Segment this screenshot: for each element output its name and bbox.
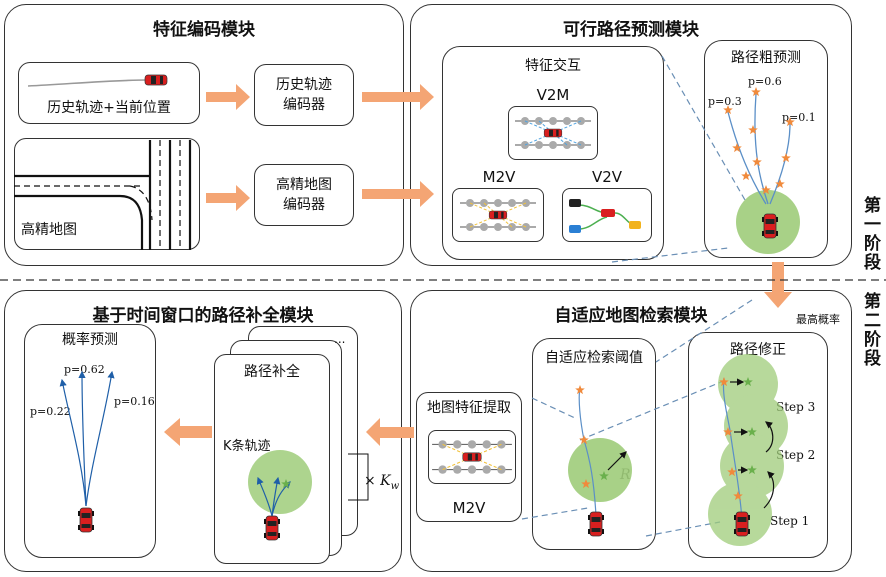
map-label: 高精地图 — [21, 221, 77, 240]
completion-title: 路径补全 — [244, 364, 300, 380]
times-sub: w — [390, 480, 400, 492]
coarse-prob-2: p=0.3 — [708, 95, 742, 108]
step1-label: Step 1 — [770, 514, 810, 528]
panel-title: 可行路径预测模块 — [563, 20, 699, 40]
coarse-prob-1: p=0.6 — [748, 75, 782, 88]
stage1-label: 第一阶段 — [860, 196, 880, 272]
history-encoder-line2: 编码器 — [283, 97, 325, 113]
stage2-label: 第二阶段 — [860, 292, 880, 368]
prob-pred-1: p=0.62 — [64, 363, 105, 376]
k-trajectory-label: K条轨迹 — [223, 439, 271, 454]
v2v-label: V2V — [591, 168, 623, 186]
map-encoder-line2: 编码器 — [283, 197, 325, 213]
prob-title: 概率预测 — [62, 332, 118, 348]
map-extract-m2v: M2V — [452, 499, 486, 517]
times-k: × K — [364, 473, 391, 489]
v2m-label: V2M — [536, 86, 570, 104]
panel-title: 特征编码模块 — [153, 20, 255, 40]
panel-title: 基于时间窗口的路径补全模块 — [92, 306, 314, 326]
history-encoder-line1: 历史轨迹 — [276, 77, 332, 93]
map-encoder-line1: 高精地图 — [276, 177, 332, 193]
history-encoder-box: 历史轨迹 编码器 — [254, 64, 354, 126]
times-kw-label: × Kw — [364, 472, 399, 496]
prob-pred-2: p=0.22 — [30, 405, 71, 418]
highest-prob-label: 最高概率 — [796, 313, 840, 326]
step3-label: Step 3 — [776, 400, 816, 414]
panel-title: 自适应地图检索模块 — [554, 306, 708, 326]
ellipsis: ... — [334, 332, 346, 346]
correction-title: 路径修正 — [730, 342, 786, 358]
history-trajectory-box: 历史轨迹+当前位置 — [18, 62, 200, 124]
step2-label: Step 2 — [776, 448, 816, 462]
m2v-label: M2V — [482, 168, 516, 186]
history-label: 历史轨迹+当前位置 — [47, 100, 171, 116]
threshold-title: 自适应检索阈值 — [545, 350, 643, 366]
prob-prediction-box: 概率预测 — [24, 324, 156, 558]
coarse-title: 路径粗预测 — [731, 50, 801, 66]
interaction-title: 特征交互 — [525, 58, 581, 74]
map-encoder-box: 高精地图 编码器 — [254, 164, 354, 226]
map-extract-title: 地图特征提取 — [427, 400, 511, 416]
prob-pred-3: p=0.16 — [114, 395, 155, 408]
